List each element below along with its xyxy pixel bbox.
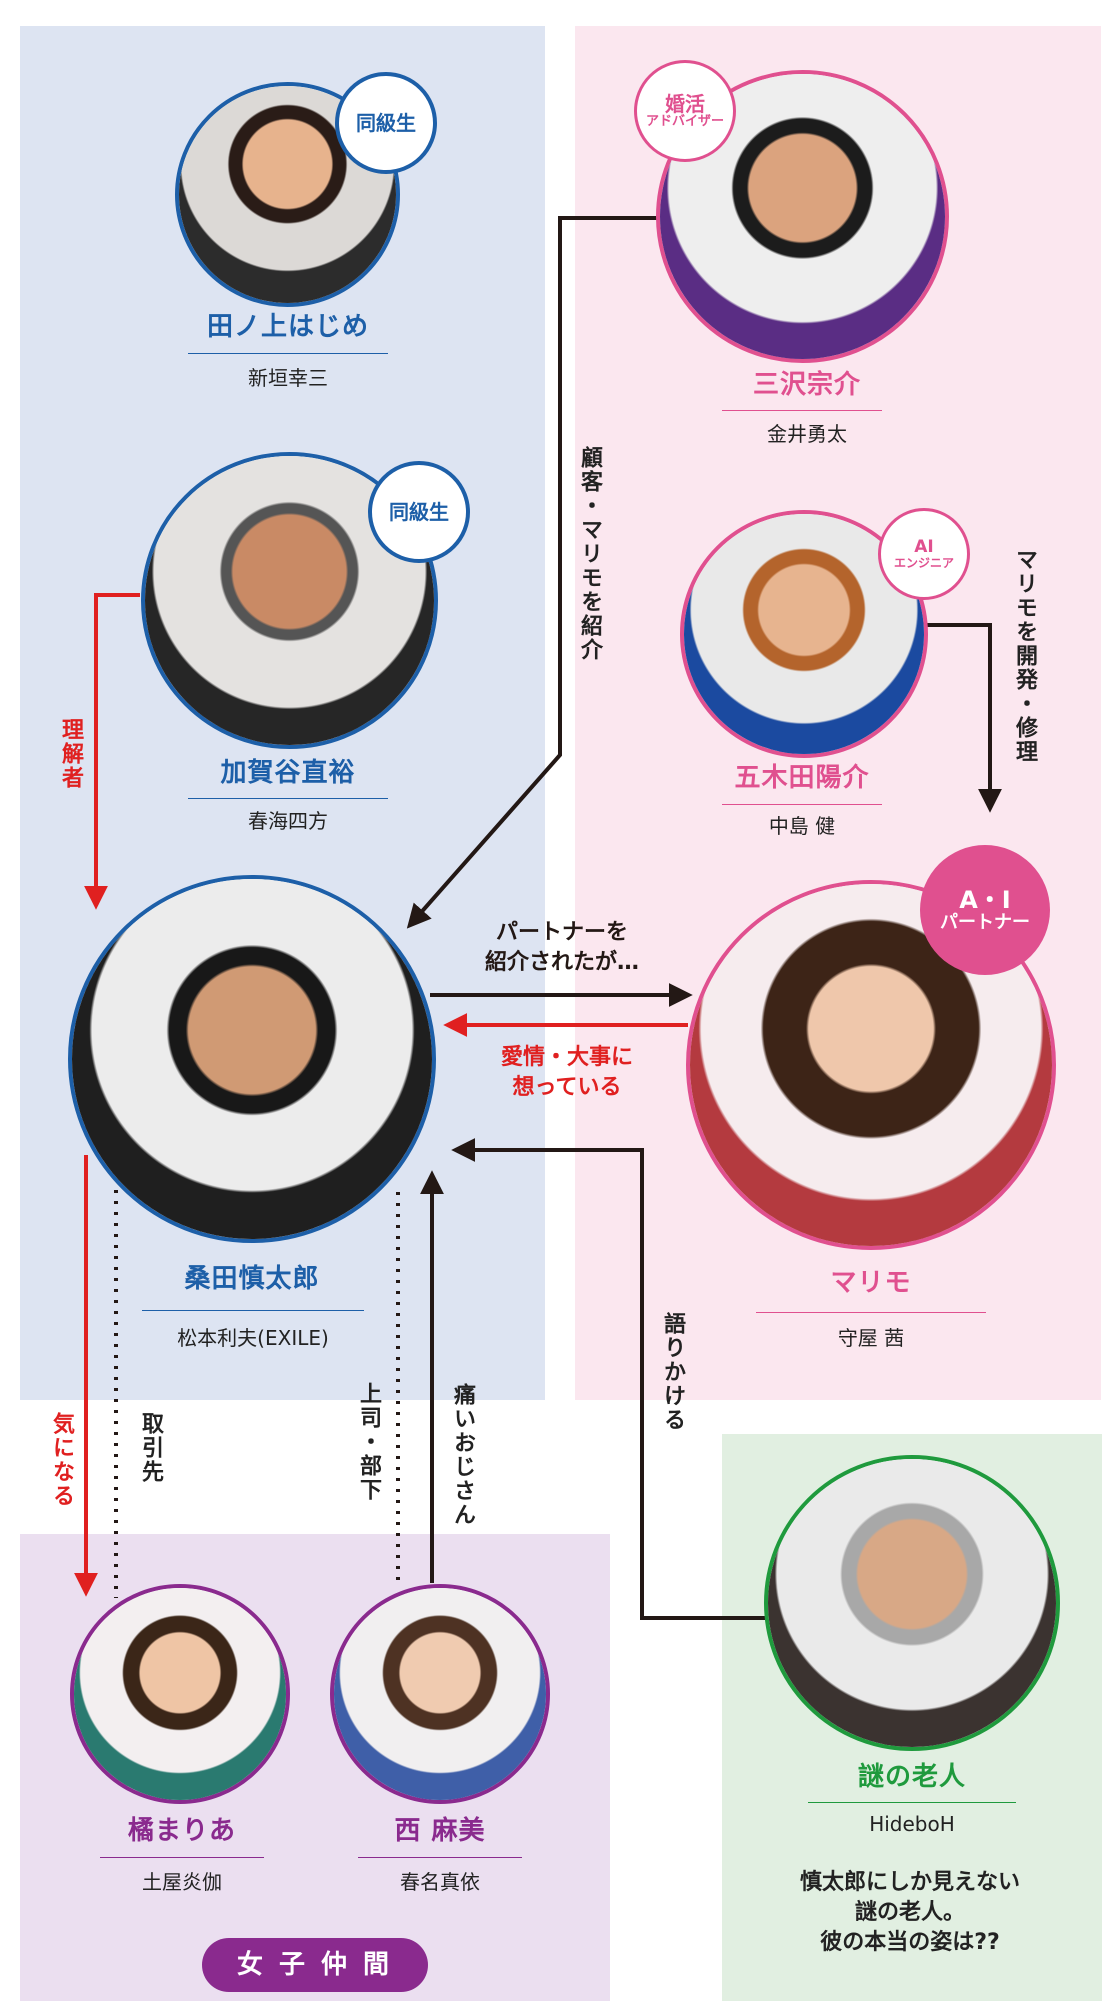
badge-ai-engineer: AI エンジニア [878, 508, 970, 600]
badge-classmate-kagaya: 同級生 [368, 461, 470, 563]
actor-kagaya: 春海四方 [248, 809, 328, 833]
label-painful: 痛いおじさん [450, 1383, 475, 1527]
label-understander: 理解者 [58, 718, 83, 790]
portrait-nishi [330, 1584, 550, 1804]
label-love-line-2: 想っている [512, 1075, 622, 1100]
actor-marimo: 守屋 茜 [837, 1326, 905, 1350]
divider-rojin [808, 1802, 1016, 1803]
label-partner-line-1: パートナーを [495, 920, 628, 945]
group-label-girls: 女子仲間 [202, 1938, 428, 1992]
arrow-develop [926, 623, 1002, 813]
actor-itsukida: 中島 健 [768, 814, 836, 838]
actor-nishi: 春名真依 [400, 1870, 480, 1894]
portrait-kagaya [141, 452, 438, 749]
divider-kagaya [188, 798, 388, 799]
name-kuwata: 桑田慎太郎 [184, 1264, 320, 1294]
badge-marriage-advisor: 婚活 アドバイザー [634, 60, 736, 162]
name-itsukida: 五木田陽介 [734, 763, 870, 793]
name-marimo: マリモ [830, 1268, 912, 1298]
label-love-line-1: 愛情・大事に [500, 1045, 633, 1070]
portrait-rojin [764, 1455, 1060, 1751]
caption-line-3: 彼の本当の姿は?? [820, 1930, 1000, 1955]
label-develop: マリモを開発・修理 [1012, 548, 1037, 764]
name-tachibana: 橘まりあ [127, 1816, 236, 1846]
name-misawa: 三沢宗介 [752, 370, 861, 400]
label-love: 愛情・大事に 想っている [452, 1043, 682, 1103]
name-nishi: 西 麻美 [394, 1816, 486, 1846]
badge-ai-partner: A・I パートナー [920, 845, 1050, 975]
divider-nishi [358, 1857, 522, 1858]
caption-line-2: 謎の老人。 [854, 1900, 965, 1925]
label-client: 取引先 [138, 1412, 163, 1484]
label-partner: パートナーを 紹介されたが… [432, 918, 692, 978]
arrow-introduce [406, 216, 660, 929]
portrait-tachibana [70, 1584, 290, 1804]
label-boss: 上司・部下 [356, 1382, 381, 1502]
divider-misawa [722, 410, 882, 411]
label-interested: 気になる [49, 1412, 74, 1508]
divider-itsukida [722, 804, 882, 805]
actor-tachibana: 土屋炎伽 [142, 1870, 222, 1894]
arrow-talks [451, 1138, 780, 1620]
name-tanoue: 田ノ上はじめ [206, 312, 369, 342]
divider-tanoue [188, 353, 388, 354]
caption-line-1: 慎太郎にしか見えない [799, 1870, 1020, 1895]
name-rojin: 謎の老人 [857, 1762, 966, 1792]
actor-misawa: 金井勇太 [767, 422, 847, 446]
actor-tanoue: 新垣幸三 [248, 366, 328, 390]
actor-kuwata: 松本利夫(EXILE) [177, 1326, 329, 1350]
label-talks: 語りかける [660, 1312, 685, 1432]
arrow-understander [84, 593, 140, 910]
actor-rojin: HideboH [869, 1812, 955, 1836]
label-partner-line-2: 紹介されたが… [484, 950, 639, 975]
badge-classmate-tanoue: 同級生 [335, 72, 437, 174]
label-introduce: 顧客・マリモを紹介 [577, 446, 602, 662]
name-kagaya: 加賀谷直裕 [220, 758, 356, 788]
portrait-kuwata [68, 875, 436, 1243]
caption-rojin: 慎太郎にしか見えない 謎の老人。 彼の本当の姿は?? [740, 1868, 1080, 1958]
divider-tachibana [100, 1857, 264, 1858]
divider-kuwata [142, 1310, 364, 1311]
divider-marimo [756, 1312, 986, 1313]
